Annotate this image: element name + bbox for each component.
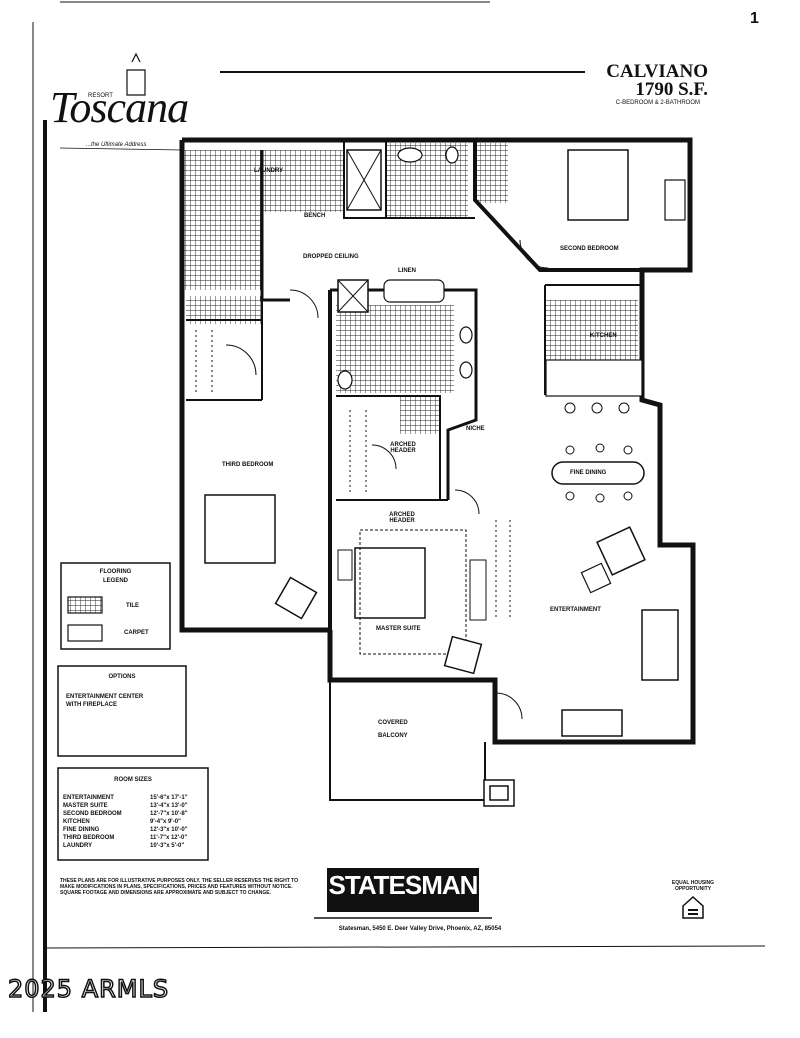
options-line-2: WITH FIREPLACE [66, 702, 117, 708]
armls-watermark: 2025 ARMLS [7, 974, 170, 1004]
logo-small-text: RESORT [88, 93, 113, 99]
legend-tile-label: TILE [126, 603, 139, 609]
room-size-value: 9'-4"x 9'-0" [150, 819, 181, 825]
room-size-row: SECOND BEDROOM [63, 811, 122, 817]
legend-carpet-label: CARPET [124, 630, 149, 636]
room-size-value: 15'-6"x 17'-1" [150, 795, 188, 801]
page-number: 1 [750, 10, 759, 27]
label-fine-dining: FINE DINING [570, 470, 607, 476]
room-size-row: MASTER SUITE [63, 803, 108, 809]
options-line-1: ENTERTAINMENT CENTER [66, 694, 144, 700]
label-arched-header-2: ARCHED HEADER [389, 512, 415, 524]
label-bench: BENCH [304, 213, 326, 219]
room-size-row: THIRD BEDROOM [63, 835, 115, 841]
room-size-value: 12'-7"x 10'-8" [150, 811, 188, 817]
label-linen: LINEN [398, 268, 416, 274]
toscana-logo: Toscana [50, 83, 189, 132]
statesman-logo: STATESMAN [327, 868, 479, 912]
flooring-legend-subtitle: LEGEND [102, 578, 128, 584]
label-dropped-ceiling: DROPPED CEILING [303, 254, 359, 260]
label-kitchen: KITCHEN [590, 333, 617, 339]
room-size-row: FINE DINING [63, 827, 100, 833]
logo-tagline: ...the Ultimate Address [86, 142, 147, 148]
room-sizes-title: ROOM SIZES [114, 777, 152, 783]
label-covered: COVERED [378, 720, 408, 726]
builder-address: Statesman, 5450 E. Deer Valley Drive, Ph… [338, 926, 502, 932]
equal-housing-text: EQUAL HOUSING OPPORTUNITY [671, 880, 715, 892]
room-size-value: 11'-7"x 12'-0" [150, 835, 188, 841]
label-second-bedroom: SECOND BEDROOM [560, 246, 619, 252]
floor-plan [179, 137, 696, 807]
plan-name: CALVIANO [606, 61, 708, 82]
label-entertainment: ENTERTAINMENT [550, 607, 601, 613]
label-third-bedroom: THIRD BEDROOM [222, 462, 274, 468]
plan-square-feet: 1790 S.F. [635, 79, 708, 100]
label-laundry: LAUNDRY [254, 168, 284, 174]
label-master-suite: MASTER SUITE [376, 626, 421, 632]
room-size-row: ENTERTAINMENT [63, 795, 114, 801]
disclaimer-text: THESE PLANS ARE FOR ILLUSTRATIVE PURPOSE… [60, 878, 298, 896]
label-balcony: BALCONY [378, 733, 408, 739]
room-size-value: 13'-4"x 13'-0" [150, 803, 188, 809]
plan-subtitle: C-BEDROOM & 2-BATHROOM [615, 100, 700, 106]
room-size-value: 12'-3"x 10'-0" [150, 827, 188, 833]
room-size-value: 10'-3"x 5'-0" [150, 843, 185, 849]
flooring-legend-title: FLOORING [99, 569, 132, 575]
label-niche: NICHE [466, 426, 485, 432]
room-size-row: KITCHEN [63, 819, 90, 825]
label-arched-header-1: ARCHED HEADER [390, 442, 416, 454]
options-title: OPTIONS [108, 674, 136, 680]
room-size-row: LAUNDRY [63, 843, 93, 849]
